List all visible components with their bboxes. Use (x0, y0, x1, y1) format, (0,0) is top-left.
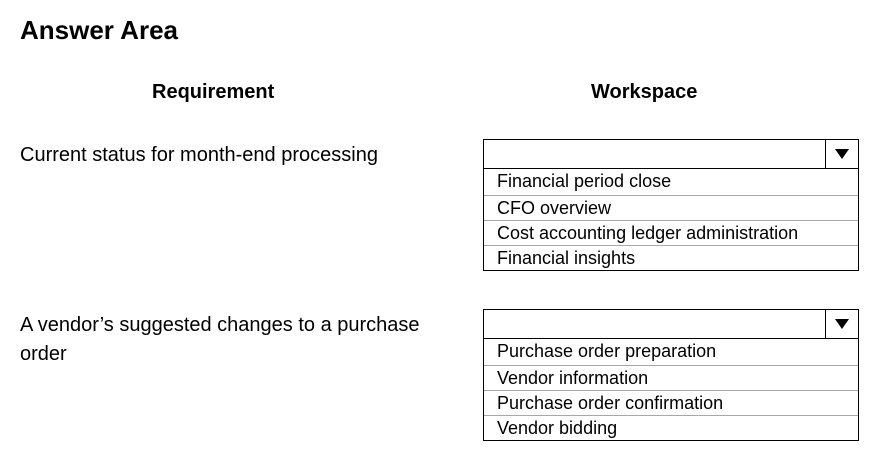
dropdown-option[interactable]: Financial period close (497, 171, 672, 191)
workspace-select-2[interactable] (483, 309, 859, 339)
triangle-down-icon (835, 319, 849, 329)
dropdown-arrow-button[interactable] (825, 310, 858, 338)
dropdown-option[interactable]: Financial insights (484, 245, 858, 270)
dropdown-option[interactable]: Cost accounting ledger administration (484, 220, 858, 245)
dropdown-option[interactable]: Vendor information (484, 365, 858, 390)
dropdown-option[interactable]: CFO overview (484, 195, 858, 220)
requirement-column-header: Requirement (152, 81, 275, 103)
requirement-text-2: A vendor’s suggested changes to a purcha… (20, 314, 420, 365)
dropdown-option[interactable]: Purchase order preparation (497, 341, 717, 361)
dropdown-option[interactable]: Vendor bidding (484, 415, 858, 440)
workspace-options-list-1: Financial period close CFO overview Cost… (483, 169, 859, 271)
workspace-column-header: Workspace (591, 81, 698, 103)
dropdown-option[interactable]: Purchase order confirmation (484, 390, 858, 415)
answer-area-title: Answer Area (20, 15, 178, 45)
workspace-dropdown-1: Financial period close CFO overview Cost… (483, 139, 859, 271)
workspace-dropdown-2: Purchase order preparation Vendor inform… (483, 309, 859, 441)
workspace-select-1[interactable] (483, 139, 859, 169)
triangle-down-icon (835, 149, 849, 159)
dropdown-arrow-button[interactable] (825, 140, 858, 168)
workspace-options-list-2: Purchase order preparation Vendor inform… (483, 339, 859, 441)
requirement-text-1: Current status for month-end processing (20, 144, 378, 166)
